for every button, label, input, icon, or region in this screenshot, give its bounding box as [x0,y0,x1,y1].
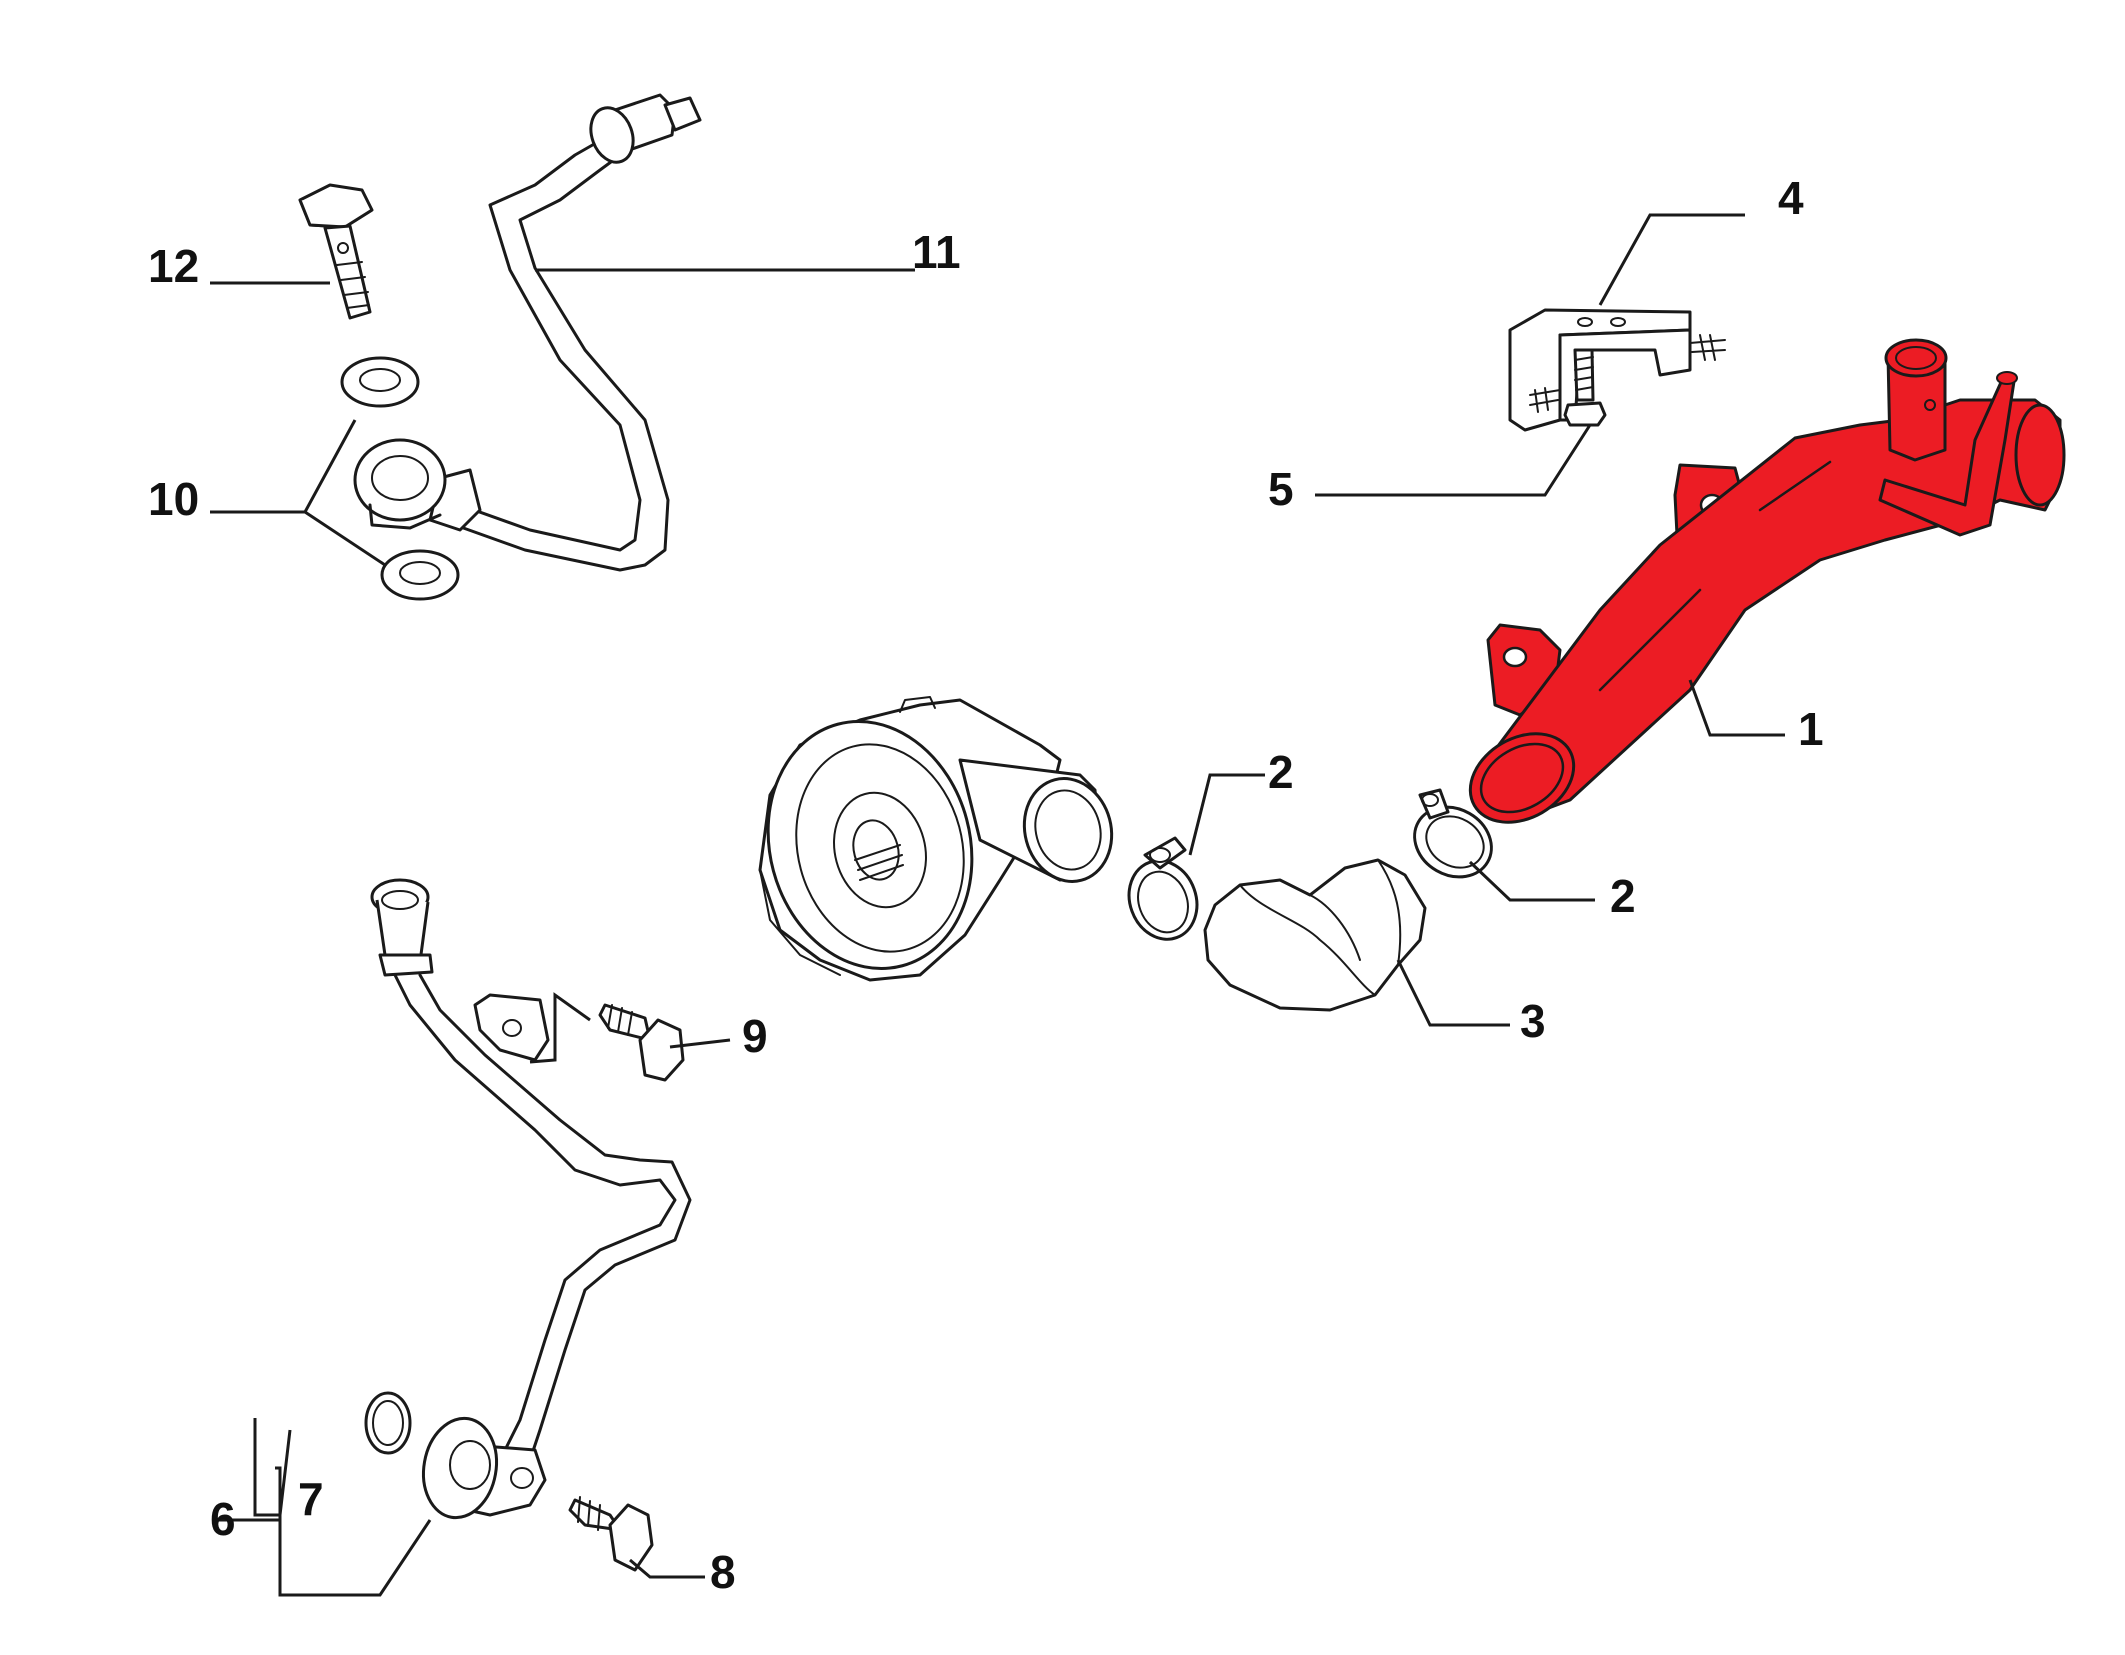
part-11-oil-pipe[interactable] [353,93,702,572]
label-part-3: 3 [1520,995,1546,1047]
part-9-bolt[interactable] [598,1003,685,1082]
part-8-bolt[interactable] [568,1496,654,1572]
part-5-bolt[interactable] [1563,348,1607,427]
part-6-lower-pipe[interactable] [370,878,692,1523]
part-1-coolant-pipe[interactable] [1454,338,2066,840]
part-3-elbow-hose[interactable] [1203,858,1427,1012]
label-part-11: 11 [912,226,961,278]
part-2-hose-clamp-left[interactable] [1118,836,1207,949]
oil-cooler-housing [758,696,1114,982]
part-labels: 1 2 2 3 4 5 6 7 8 9 10 11 12 [148,172,1824,1598]
label-part-2-right: 2 [1610,870,1636,922]
part-10-washers[interactable] [340,356,460,601]
label-part-4: 4 [1778,172,1804,224]
label-part-12: 12 [148,240,199,292]
label-part-2-left: 2 [1268,746,1294,798]
label-part-8: 8 [710,1546,736,1598]
label-part-1: 1 [1798,703,1824,755]
part-7-o-ring[interactable] [364,1391,412,1455]
label-part-6: 6 [210,1493,236,1545]
part-2-hose-clamp-right[interactable] [1402,788,1504,891]
label-part-5: 5 [1268,463,1294,515]
leader-lines [210,213,1785,1597]
label-part-9: 9 [742,1010,768,1062]
label-part-7: 7 [298,1473,324,1525]
label-part-10: 10 [148,473,199,525]
part-4-bracket[interactable] [1508,308,1726,432]
part-12-banjo-bolt[interactable] [298,183,374,320]
